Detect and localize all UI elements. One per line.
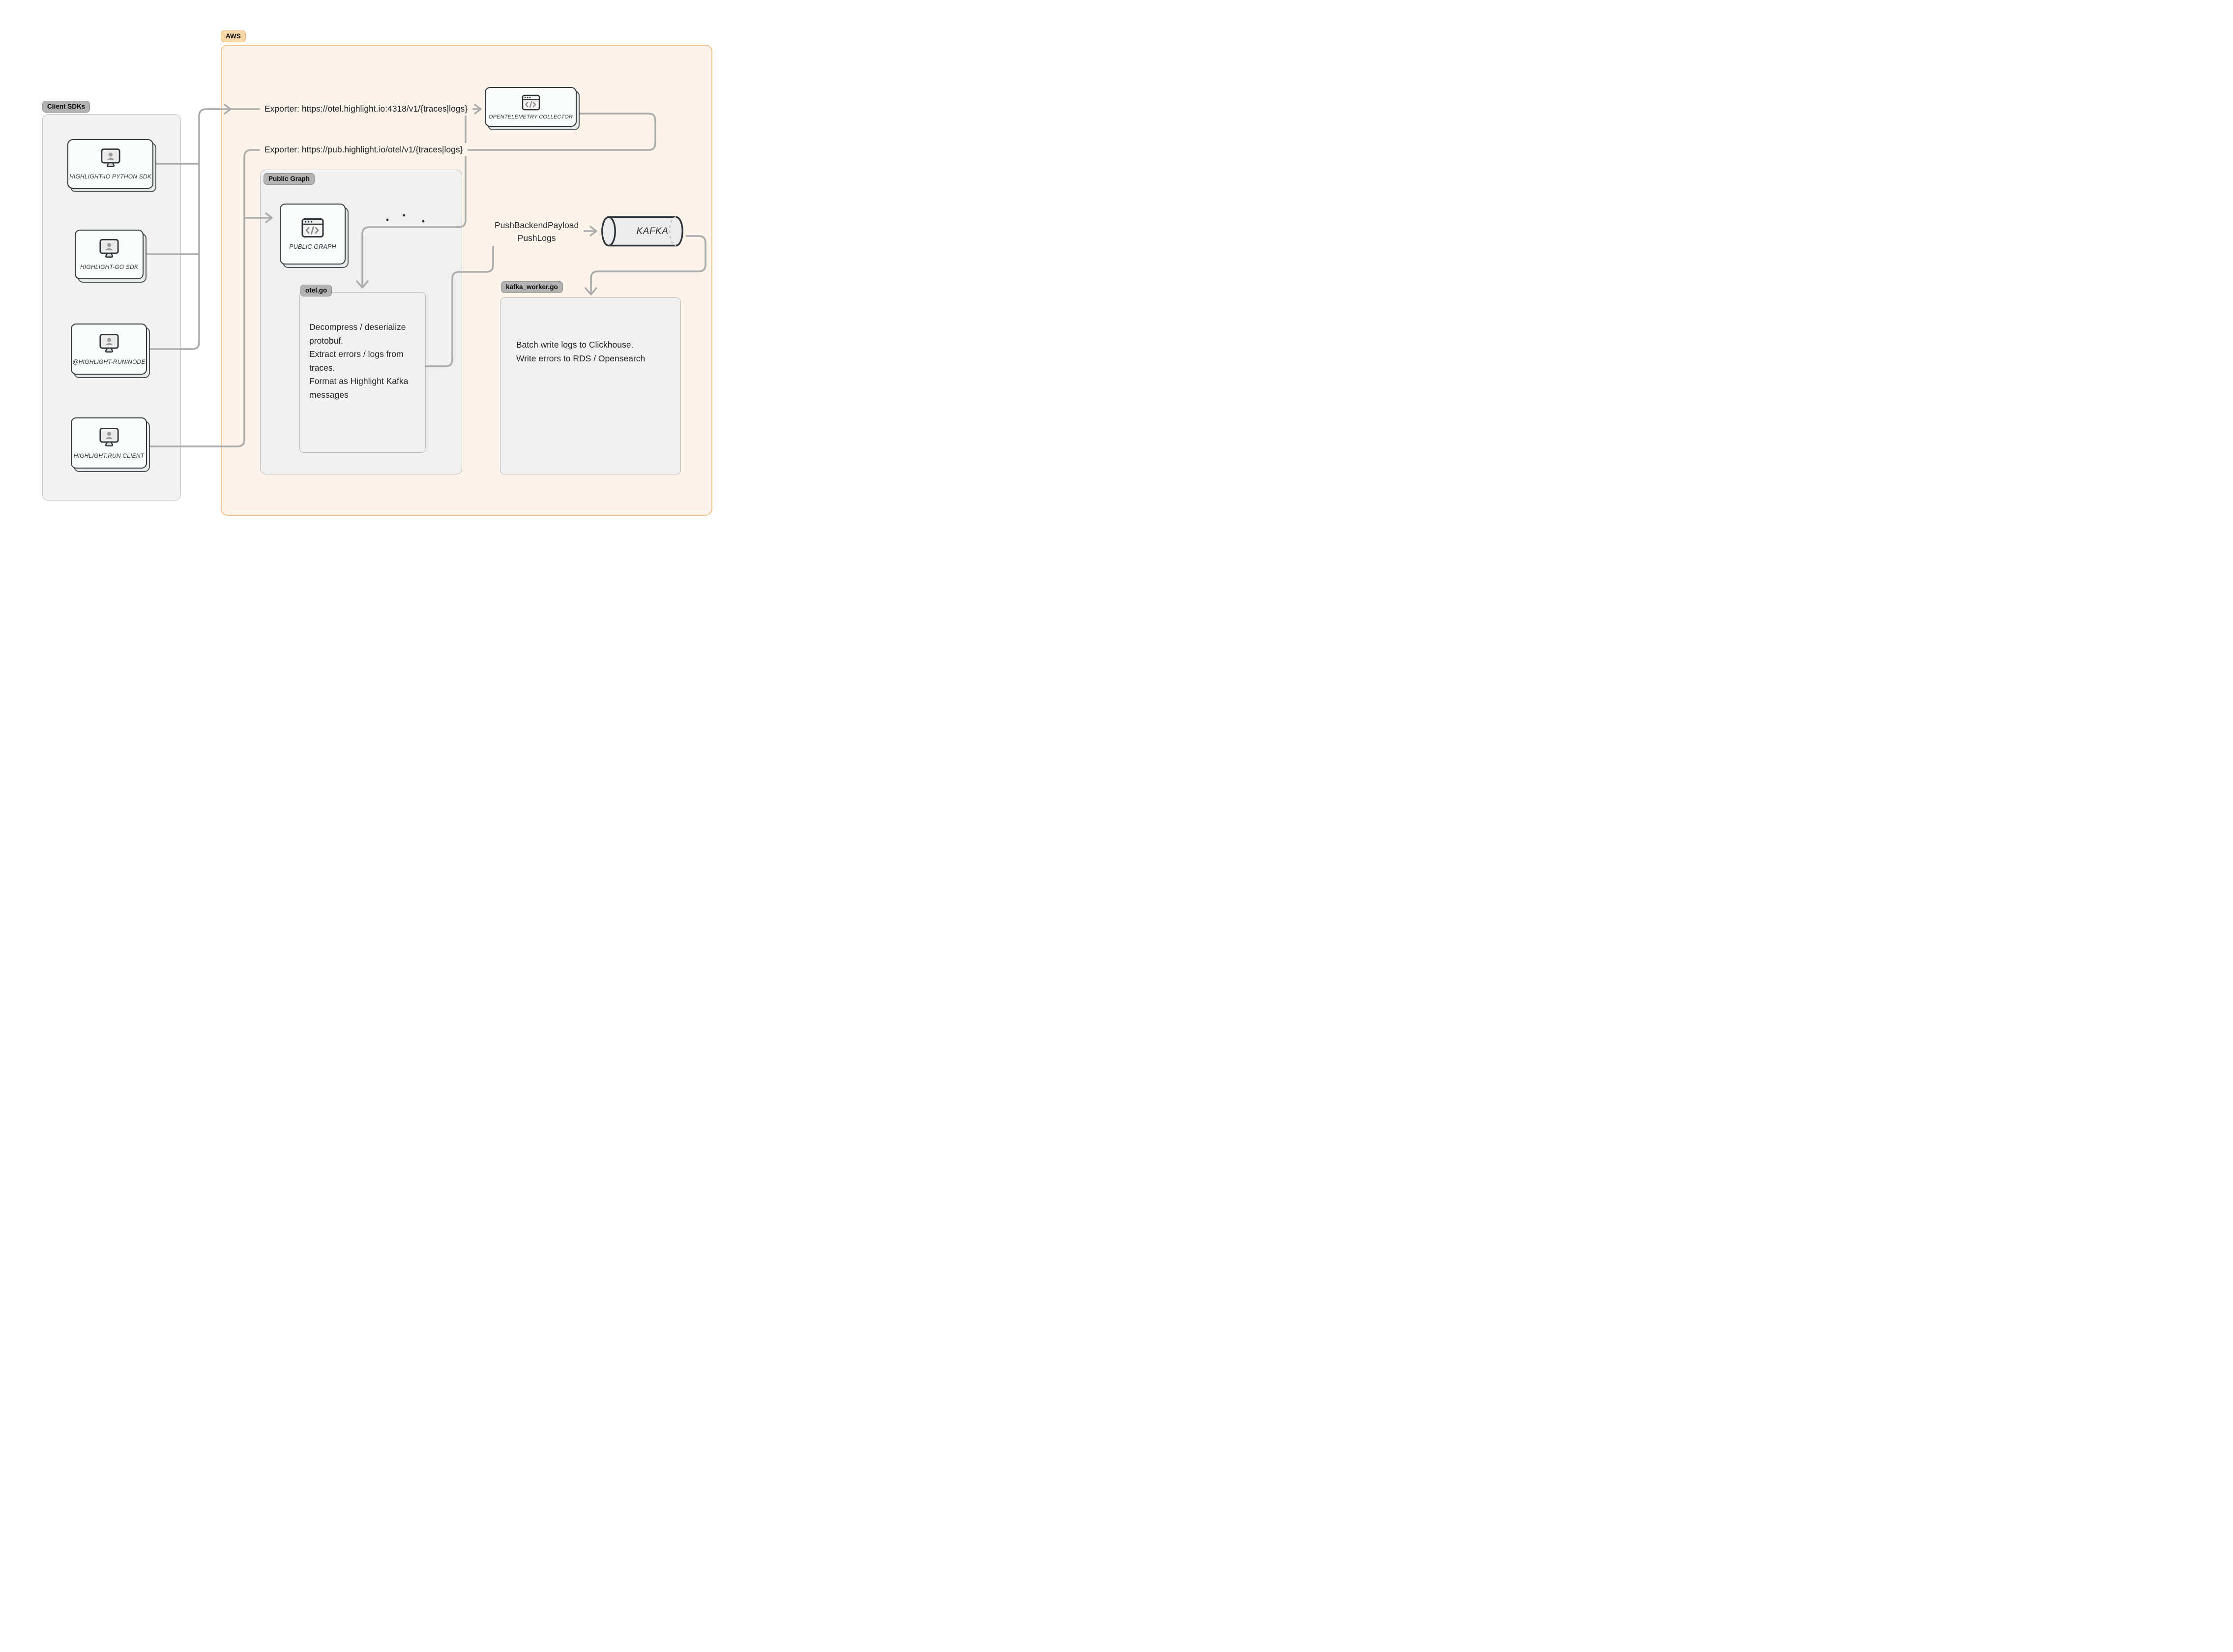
dot-3 [422, 220, 425, 223]
public-graph-badge: Public Graph [264, 173, 315, 185]
code-window-icon [522, 94, 540, 110]
connector-otel-go-to-push [425, 230, 510, 367]
otel-go-line: Format as Highlight Kafka [309, 376, 409, 386]
node-label: OPENTELEMETRY COLLECTOR [488, 114, 573, 120]
node-highlight-run-node: @HIGHLIGHT-RUN/NODE [71, 324, 150, 378]
kafka-label: KAFKA [636, 226, 669, 236]
exporter-otel-text: Exporter: https://otel.highlight.io:4318… [260, 102, 473, 116]
monitor-user-icon [99, 427, 119, 446]
connector-kafka-to-worker [590, 235, 706, 295]
code-window-icon [301, 218, 324, 237]
monitor-user-icon [99, 238, 119, 258]
node-kafka: KAFKA [601, 216, 686, 247]
otel-go-line: messages [309, 389, 349, 400]
node-highlight-run-client: HIGHLIGHT.RUN CLIENT [71, 417, 150, 472]
node-label: @HIGHLIGHT-RUN/NODE [72, 358, 146, 365]
otel-go-line: protobuf. [309, 335, 344, 346]
arrowhead-into-public-graph [265, 212, 273, 223]
dot-1 [386, 218, 389, 221]
arrowhead-into-worker [585, 287, 597, 295]
connector-trunk-exporter-otel [146, 108, 481, 350]
otel-go-description: Decompress / deserialize protobuf. Extra… [309, 321, 417, 402]
kafka-worker-badge: kafka_worker.go [501, 281, 563, 293]
kafka-worker-line: Batch write logs to Clickhouse. [516, 340, 634, 350]
node-opentelemetry-collector: OPENTELEMETRY COLLECTOR [485, 87, 580, 130]
arrowhead-exporter-otel-mid [224, 104, 232, 115]
connector-branch-into-otel-go [361, 108, 467, 288]
otel-go-line: Extract errors / logs from [309, 349, 404, 359]
otel-go-badge: otel.go [300, 285, 332, 296]
node-label: HIGHLIGHT-IO PYTHON SDK [69, 173, 151, 180]
kafka-worker-line: Write errors to RDS / Opensearch [516, 353, 646, 363]
node-public-graph: PUBLIC GRAPH [280, 204, 349, 268]
push-backend-payload-label: PushBackendPayload [495, 220, 579, 230]
arrowhead-into-otel-go [356, 280, 369, 289]
node-label: PUBLIC GRAPH [289, 243, 336, 250]
node-highlight-io-python-sdk: HIGHLIGHT-IO PYTHON SDK [67, 139, 156, 192]
otel-go-line: traces. [309, 362, 335, 373]
kafka-worker-description: Batch write logs to Clickhouse. Write er… [516, 338, 674, 365]
cylinder-icon [601, 216, 683, 247]
node-highlight-go-sdk: HIGHLIGHT-GO SDK [75, 230, 147, 283]
otel-go-frame [299, 292, 426, 453]
exporter-pub-text: Exporter: https://pub.highlight.io/otel/… [260, 143, 468, 156]
dot-2 [403, 214, 406, 217]
aws-badge: AWS [221, 30, 246, 42]
arrowhead-into-collector [474, 104, 482, 115]
push-payload-text: PushBackendPayload PushLogs [490, 217, 584, 246]
kafka-worker-frame [500, 297, 681, 474]
client-sdks-badge: Client SDKs [42, 101, 90, 113]
arrowhead-into-kafka [589, 226, 597, 236]
node-label: HIGHLIGHT.RUN CLIENT [73, 452, 145, 459]
monitor-user-icon [99, 333, 119, 353]
push-logs-label: PushLogs [517, 233, 556, 243]
node-label: HIGHLIGHT-GO SDK [80, 264, 139, 270]
monitor-user-icon [100, 148, 120, 167]
otel-go-line: Decompress / deserialize [309, 322, 406, 332]
